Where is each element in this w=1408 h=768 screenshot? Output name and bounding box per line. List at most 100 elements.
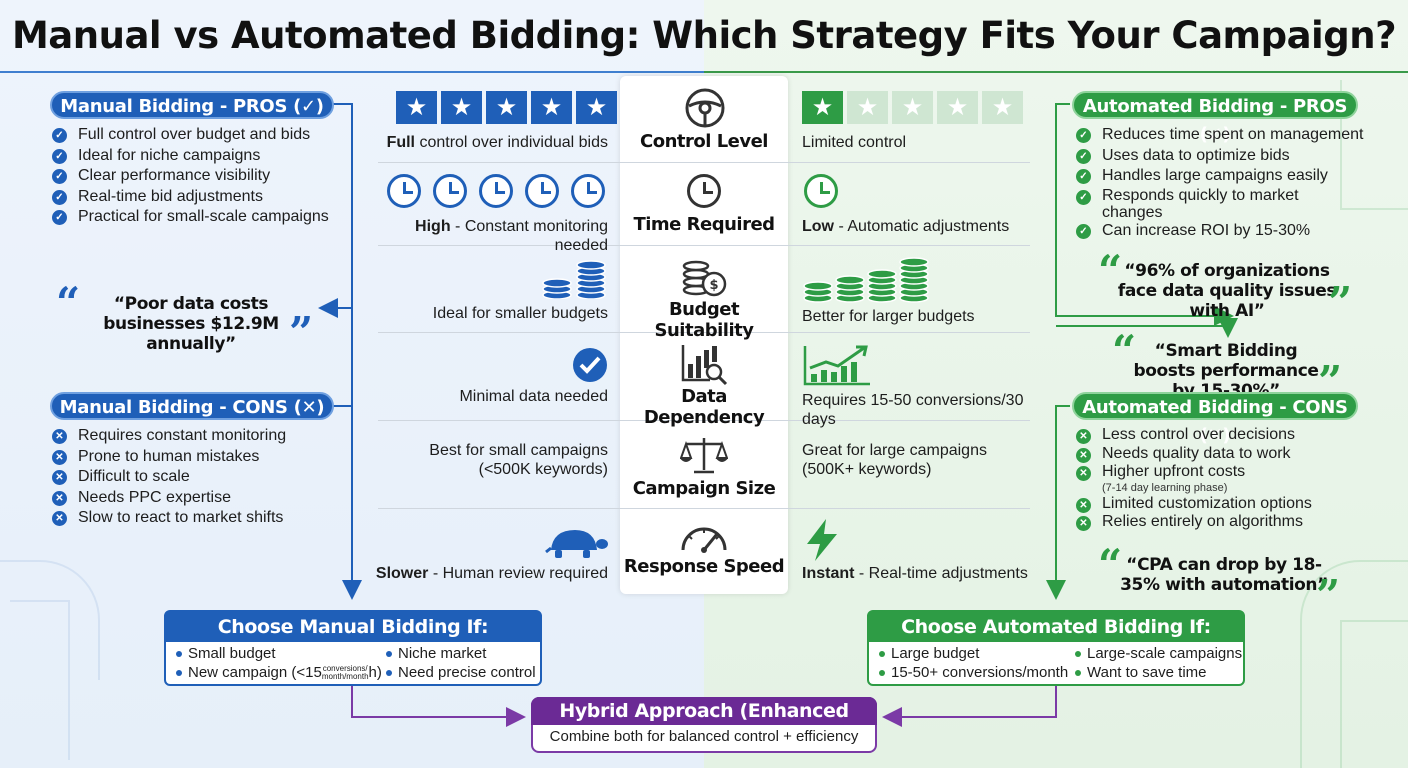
automated-control-text: Limited control: [802, 134, 907, 151]
check-icon: ✓: [52, 148, 67, 164]
list-item: ✕Difficult to scale: [50, 467, 350, 488]
svg-text:$: $: [709, 278, 718, 293]
check-icon: ✓: [1076, 148, 1091, 164]
list-item: ✕Slow to react to market shifts: [50, 508, 350, 529]
x-icon: ✕: [1076, 466, 1091, 481]
growth-chart-icon: [803, 345, 870, 386]
steering-wheel-icon: [685, 88, 725, 128]
clock-icon: [433, 174, 467, 208]
title-divider: [0, 71, 1408, 73]
chart-magnifier-icon: [681, 345, 728, 386]
choose-manual-box: Choose Manual Bidding If: Small budget N…: [164, 610, 542, 686]
manual-cons-heading: Manual Bidding - CONS (✕): [50, 392, 334, 420]
automated-time-text: Low - Automatic adjustments: [802, 218, 1010, 235]
clock-icon: [687, 174, 721, 208]
x-icon: ✕: [1076, 447, 1091, 463]
open-quote-icon: “: [1098, 246, 1123, 295]
check-icon: ✓: [52, 189, 67, 205]
x-icon: ✕: [52, 429, 67, 444]
open-quote-icon: “: [1112, 326, 1137, 375]
list-item: Want to save time: [1073, 664, 1207, 682]
row-divider: [378, 162, 1030, 163]
list-item: ✓Handles large campaigns easily: [1074, 166, 1374, 187]
automated-size-text: Great for large campaigns(500K+ keywords…: [802, 442, 987, 478]
check-icon: ✓: [1076, 189, 1091, 205]
automated-quote-data-quality: “96% of organizations face data quality …: [1117, 261, 1337, 321]
star-icon: ★: [441, 91, 482, 124]
metric-campaign-size: Campaign Size: [632, 478, 776, 499]
manual-size-text: Best for small campaigns(<500K keywords): [429, 442, 608, 478]
gauge-icon: [681, 527, 727, 553]
coins-icon: [542, 260, 606, 299]
list-item: ✓Practical for small-scale campaigns: [50, 207, 350, 228]
list-item: Large budget: [877, 645, 979, 663]
manual-control-text: Full control over individual bids: [386, 134, 608, 151]
list-item: Large-scale campaigns: [1073, 645, 1242, 663]
circuit-decoration: [1300, 560, 1408, 768]
automated-speed-text: Instant - Real-time adjustments: [802, 565, 1028, 582]
clock-icon: [525, 174, 559, 208]
clock-icon: [571, 174, 605, 208]
list-item: ✓Can increase ROI by 15-30%: [1074, 221, 1374, 242]
circuit-decoration: [10, 600, 70, 760]
clock-icon: [804, 174, 838, 208]
hybrid-approach-box: Hybrid Approach (Enhanced CPC): Combine …: [531, 697, 877, 753]
star-icon: ★: [847, 91, 888, 124]
check-icon: ✓: [52, 169, 67, 184]
automated-cons-heading: Automated Bidding - CONS (✕): [1072, 392, 1358, 446]
close-quote-icon: ”: [289, 308, 314, 357]
learning-phase-note: (7-14 day learning phase): [1102, 481, 1228, 494]
list-item: ✕Prone to human mistakes: [50, 447, 350, 468]
x-icon: ✕: [52, 511, 67, 526]
x-icon: ✕: [1076, 429, 1091, 444]
circuit-decoration: [0, 560, 100, 680]
automated-budget-text: Better for larger budgets: [802, 308, 975, 325]
metric-response-speed: Response Speed: [623, 556, 785, 577]
row-divider: [378, 420, 1030, 421]
list-item: Niche market: [384, 645, 486, 663]
list-item: ✓Clear performance visibility: [50, 166, 350, 187]
check-icon: ✓: [52, 210, 67, 225]
automated-data-text: Requires 15-50 conversions/30 days: [802, 392, 1024, 428]
automated-pros-list: ✓Reduces time spent on management ✓Uses …: [1074, 125, 1374, 241]
manual-cons-list: ✕Requires constant monitoring ✕Prone to …: [50, 426, 350, 529]
choose-automated-box: Choose Automated Bidding If: Large budge…: [867, 610, 1245, 686]
hybrid-heading: Hybrid Approach (Enhanced CPC):: [531, 697, 877, 750]
x-icon: ✕: [52, 470, 67, 485]
open-quote-icon: “: [56, 278, 81, 327]
star-icon: ★: [892, 91, 933, 124]
automated-cons-list: ✕Less control over decisions ✕Needs qual…: [1074, 426, 1374, 532]
manual-quote: “Poor data costs businesses $12.9M annua…: [103, 294, 279, 354]
list-item: ✕Needs PPC expertise: [50, 488, 350, 509]
x-icon: ✕: [52, 449, 67, 465]
list-item: ✓Uses data to optimize bids: [1074, 146, 1374, 167]
list-item: ✕Relies entirely on algorithms: [1074, 513, 1374, 532]
choose-automated-heading: Choose Automated Bidding If:: [869, 612, 1243, 642]
coins-icon: $: [682, 260, 727, 297]
automated-pros-heading: Automated Bidding - PROS (✓): [1072, 91, 1358, 145]
row-divider: [378, 245, 1030, 246]
circuit-decoration: [1340, 620, 1408, 768]
list-item: ✓Full control over budget and bids: [50, 125, 350, 146]
x-icon: ✕: [52, 490, 67, 506]
manual-time-clocks: [387, 174, 605, 208]
automated-control-rating: ★ ★ ★ ★ ★: [802, 91, 1023, 124]
metric-control-level: Control Level: [640, 131, 768, 152]
manual-data-text: Minimal data needed: [459, 388, 608, 405]
list-item: 15-50+ conversions/month: [877, 664, 1068, 682]
list-item: Small budget: [174, 645, 276, 663]
list-item: ✕Higher upfront costs(7-14 day learning …: [1074, 463, 1374, 495]
row-divider: [378, 332, 1030, 333]
star-icon: ★: [982, 91, 1023, 124]
manual-budget-text: Ideal for smaller budgets: [432, 305, 608, 322]
conversions-note: conversions/month/month: [321, 664, 369, 682]
automated-quote-cpa: “CPA can drop by 18-35% with automation”: [1120, 555, 1328, 595]
turtle-icon: [545, 530, 608, 558]
metric-time-required: Time Required: [633, 214, 775, 235]
metric-budget-suitability: Budget Suitability: [654, 299, 754, 341]
close-quote-icon: ”: [1328, 278, 1353, 327]
manual-pros-heading: Manual Bidding - PROS (✓): [50, 91, 334, 119]
list-item: Need precise control: [384, 664, 536, 682]
scale-icon: [680, 438, 728, 474]
row-divider: [378, 508, 1030, 509]
